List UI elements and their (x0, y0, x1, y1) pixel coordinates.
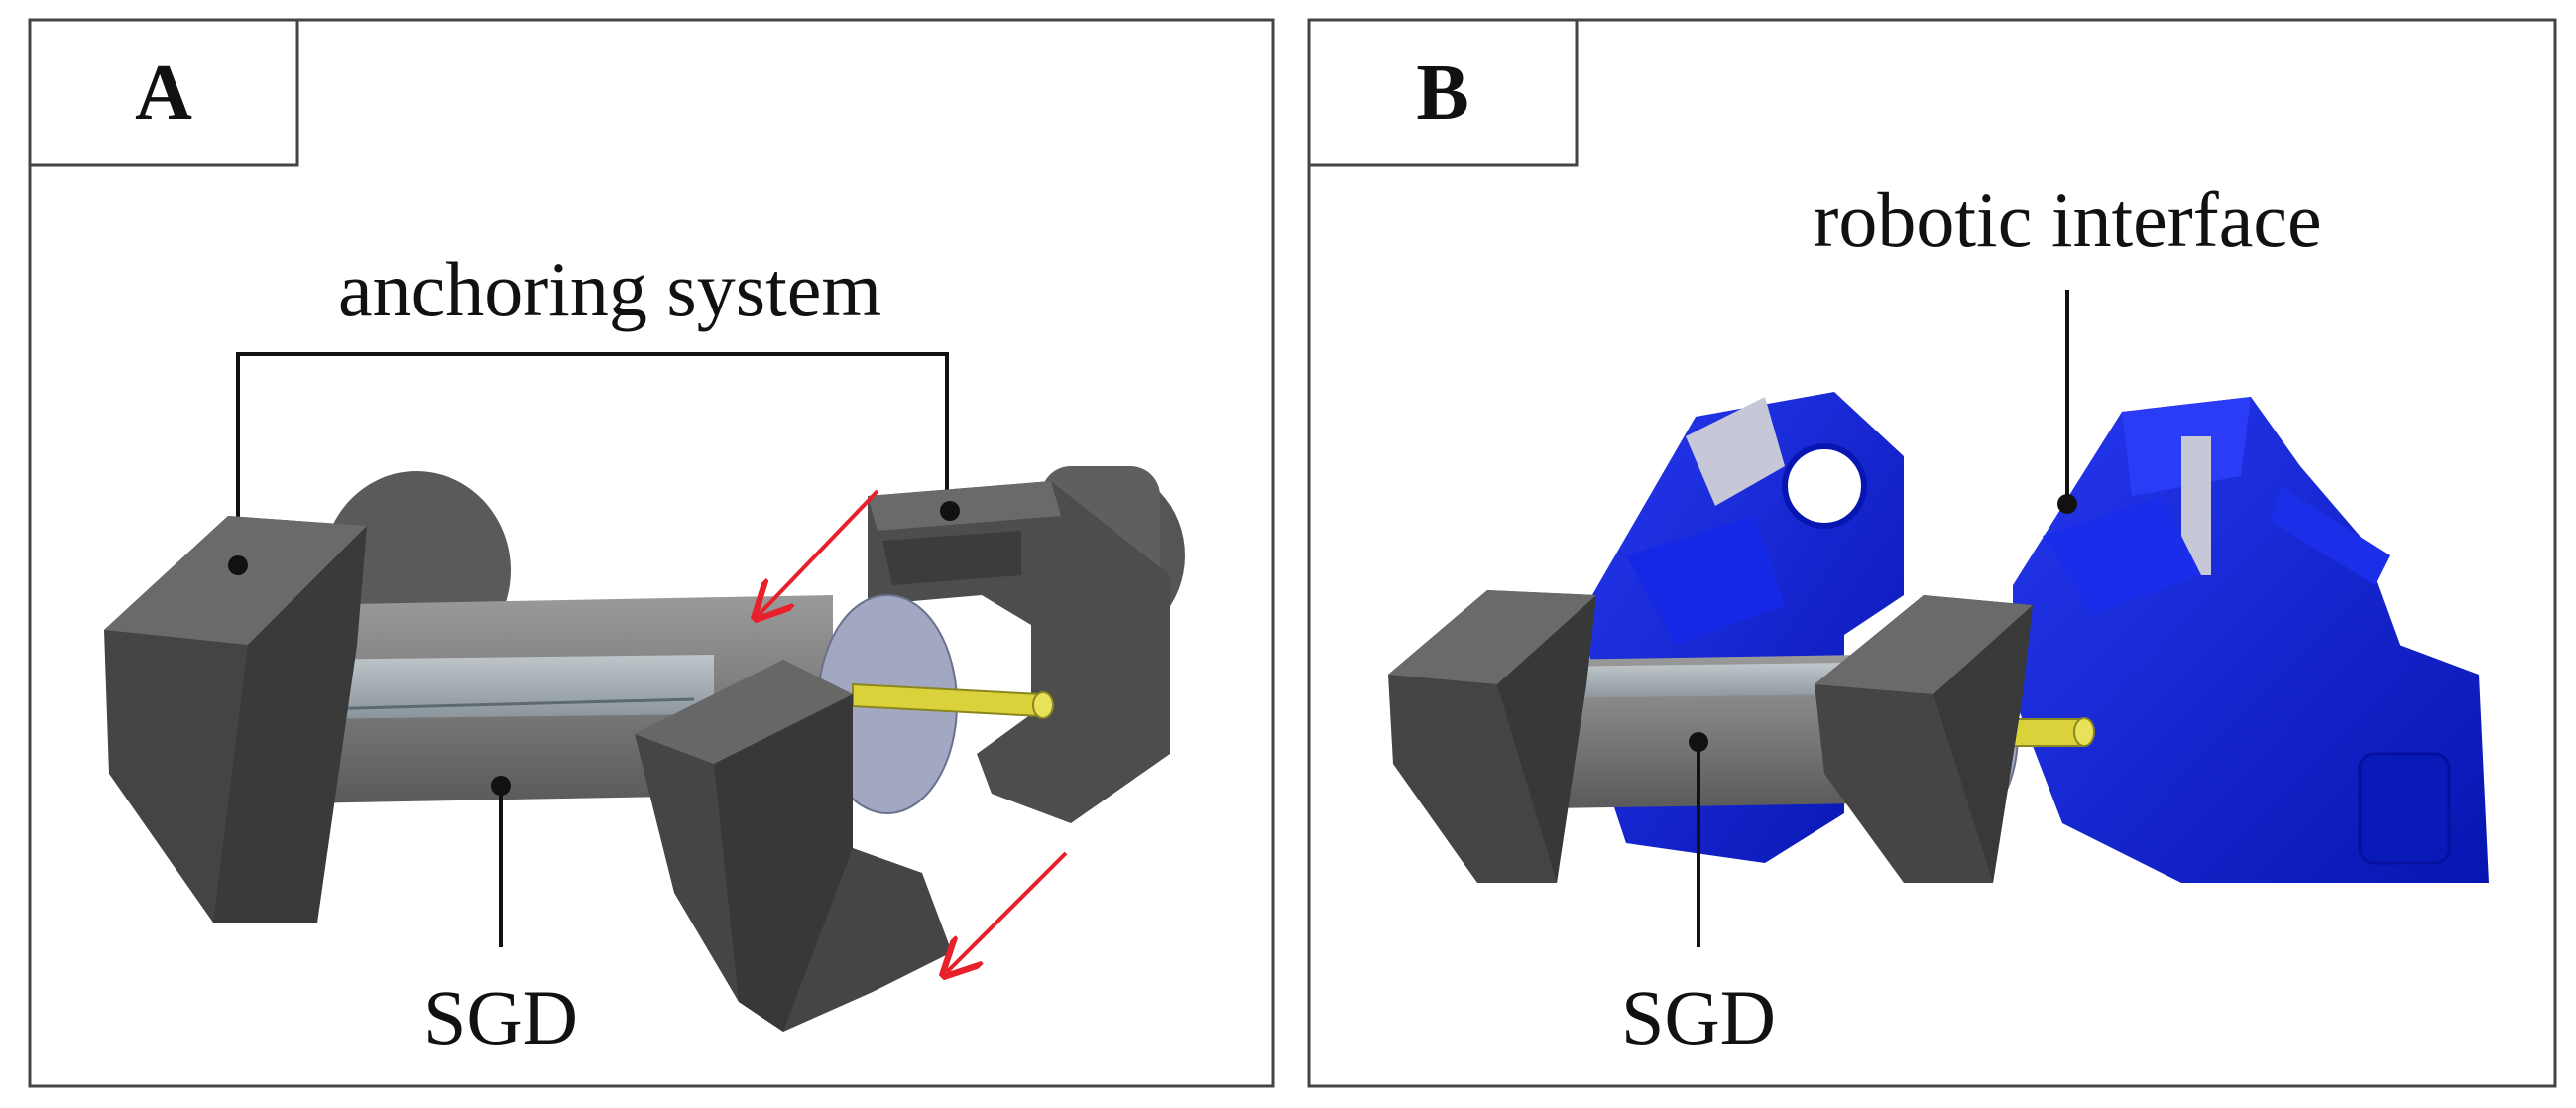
front-clamp-top (635, 660, 853, 764)
panel-b: B robotic interface (1307, 18, 2557, 1088)
sgd-dot-b (1689, 732, 1708, 752)
left-clamp-top (104, 516, 367, 645)
sgd-window-line (316, 697, 695, 711)
right-clamp-slot (882, 531, 1021, 585)
left-clamp-b-side (1497, 595, 1596, 883)
robot-latch (2181, 436, 2211, 575)
rod-b-tip (2073, 717, 2095, 747)
label-anchoring-system: anchoring system (338, 246, 881, 332)
anchoring-dot-left (228, 555, 248, 575)
robot-joint-right (2043, 496, 2201, 615)
label-sgd-b: SGD (1621, 974, 1776, 1060)
robot-lever (2271, 486, 2390, 585)
arrow-red-upper (759, 489, 879, 615)
panel-b-tag-box (1307, 18, 1579, 167)
front-clamp-side (714, 694, 853, 1032)
anchoring-system-leader (236, 352, 949, 565)
robot-bracket-hole (1782, 443, 1867, 529)
sgd-assembly-a (104, 466, 1185, 1032)
panel-a-tag-box (28, 18, 299, 167)
sgd-window (297, 655, 714, 719)
panel-b-tag: B (1416, 50, 1468, 137)
arrow-red-lower (947, 851, 1068, 972)
label-robotic-interface: robotic interface (1813, 177, 2321, 263)
robot-connector (2358, 752, 2451, 865)
left-clamp-side (213, 526, 367, 923)
rod-a-tip (1032, 691, 1054, 719)
right-clamp-b-side (1933, 605, 2033, 883)
right-clamp-top (868, 481, 1061, 531)
sgd-dot-a (491, 776, 511, 796)
robotic-interface-dot (2057, 494, 2077, 514)
robot-assembly-b (1388, 392, 2489, 883)
anchoring-dot-right (940, 501, 960, 521)
robot-bracket-left-face (1686, 397, 1785, 506)
panel-a-tag: A (135, 50, 192, 137)
sgd-window-b (1547, 663, 1844, 698)
label-sgd-a: SGD (423, 974, 578, 1060)
robot-joint-left (1626, 516, 1785, 645)
panel-a: A anchoring system (28, 18, 1275, 1088)
right-clamp-b-top (1815, 595, 2033, 694)
left-clamp-b-top (1388, 590, 1596, 684)
